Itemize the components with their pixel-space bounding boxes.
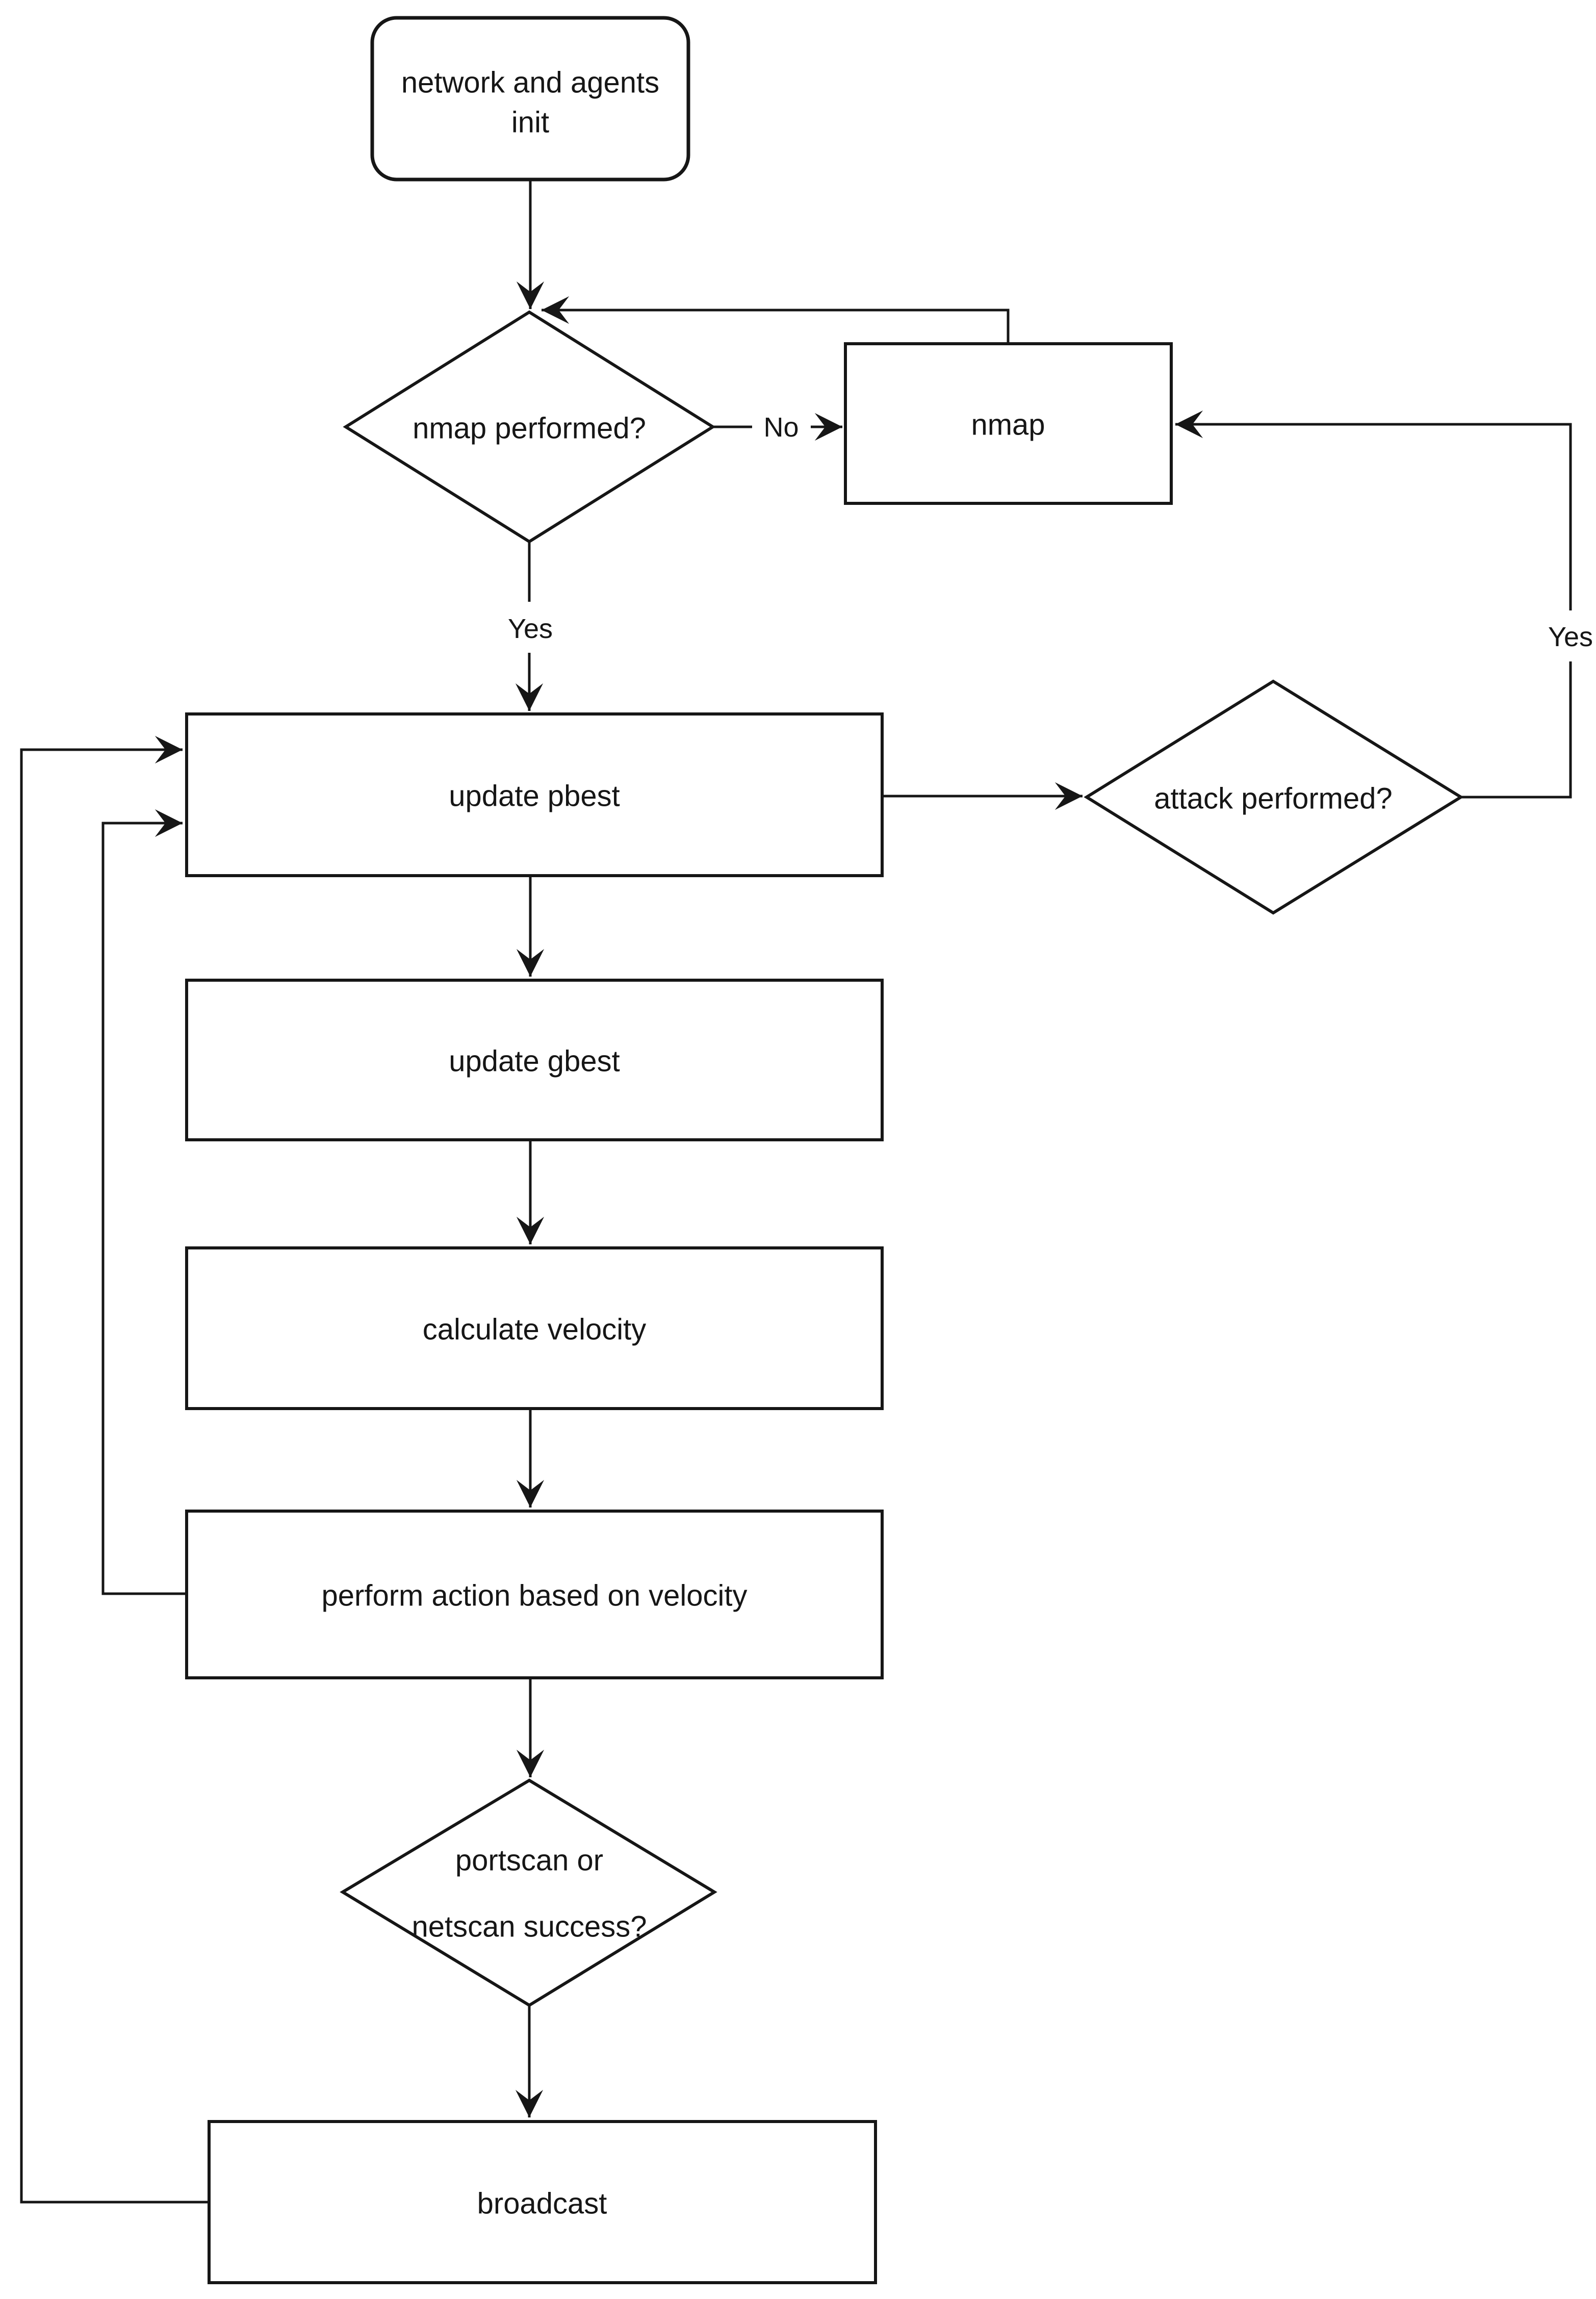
portscan-netscan-label-line1: portscan or	[455, 1844, 603, 1877]
node-portscan-netscan: portscan or netscan success?	[340, 1778, 717, 2007]
update-pbest-process-shape	[185, 712, 884, 877]
nmap-performed-label: nmap performed?	[413, 412, 646, 445]
init-label-line2: init	[511, 106, 549, 139]
calculate-velocity-process-shape	[185, 1246, 884, 1410]
node-nmap-performed: nmap performed?	[343, 310, 716, 544]
edge-label-yes: Yes	[508, 614, 553, 644]
calculate-velocity-label: calculate velocity	[423, 1313, 646, 1346]
edge-label-no: No	[763, 412, 799, 443]
nmap-label: nmap	[971, 408, 1045, 442]
node-update-pbest: update pbest	[185, 712, 884, 877]
nmap-performed-decision-shape	[343, 310, 716, 544]
node-nmap: nmap	[844, 342, 1173, 505]
node-perform-action: perform action based on velocity	[185, 1510, 884, 1679]
edge-nmap-to-nmap-performed	[542, 296, 1010, 343]
no-label-mask	[752, 402, 811, 452]
edges	[20, 180, 1572, 2204]
node-calculate-velocity: calculate velocity	[185, 1246, 884, 1410]
edge-broadcast-loop-to-update-pbest	[20, 735, 209, 2204]
perform-action-label: perform action based on velocity	[322, 1579, 748, 1613]
edge-perform-action-loop-to-update-pbest	[101, 809, 187, 1595]
yes-label-mask	[492, 602, 569, 653]
nmap-process-shape	[844, 342, 1173, 505]
attack-performed-label: attack performed?	[1154, 782, 1392, 815]
broadcast-process-shape	[208, 2120, 877, 2284]
init-terminator-shape	[370, 16, 690, 182]
init-label-line1: network and agents	[401, 66, 659, 99]
update-pbest-label: update pbest	[449, 780, 620, 813]
portscan-netscan-decision-shape	[340, 1778, 717, 2007]
attack-performed-decision-shape	[1084, 679, 1464, 915]
yes-attack-label-mask	[1531, 610, 1596, 661]
node-update-gbest: update gbest	[185, 979, 884, 1141]
update-gbest-label: update gbest	[449, 1045, 620, 1078]
broadcast-label: broadcast	[477, 2187, 607, 2220]
edge-label-yes-attack: Yes	[1548, 622, 1593, 652]
node-init: network and agents init	[370, 16, 690, 182]
node-broadcast: broadcast	[208, 2120, 877, 2284]
portscan-netscan-label-line2: netscan success?	[411, 1910, 647, 1944]
perform-action-process-shape	[185, 1510, 884, 1679]
update-gbest-process-shape	[185, 979, 884, 1141]
edge-labels: No Yes Yes	[492, 402, 1596, 661]
node-attack-performed: attack performed?	[1084, 679, 1464, 915]
